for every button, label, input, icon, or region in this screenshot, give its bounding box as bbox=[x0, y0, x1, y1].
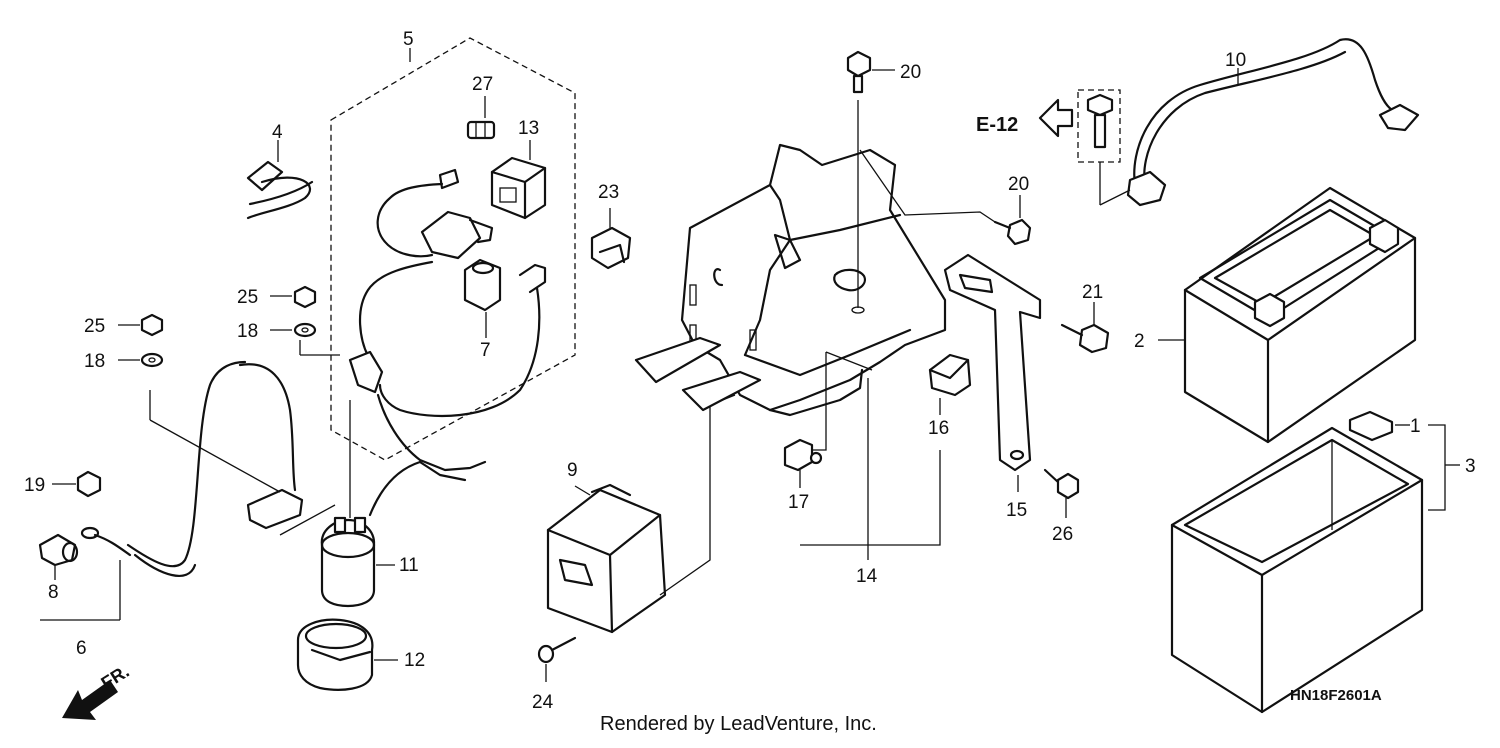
callout-16: 16 bbox=[928, 418, 949, 439]
part-9-cover bbox=[546, 394, 736, 634]
part-8-cap bbox=[38, 533, 121, 621]
part-18-washer-mid bbox=[270, 322, 317, 338]
callout-10: 10 bbox=[1225, 50, 1246, 71]
part-16-cushion bbox=[928, 353, 972, 415]
assembly-5-outline bbox=[330, 37, 576, 461]
callout-24: 24 bbox=[532, 692, 554, 713]
part-13-relay bbox=[490, 140, 547, 220]
arrow-front-icon bbox=[62, 680, 118, 720]
callout-6: 6 bbox=[76, 638, 87, 659]
callout-18a: 18 bbox=[84, 351, 105, 372]
callout-21: 21 bbox=[1082, 282, 1103, 303]
part-11-solenoid bbox=[279, 400, 422, 608]
part-27-connector bbox=[466, 96, 496, 140]
sub-harness bbox=[348, 168, 547, 482]
callout-19: 19 bbox=[24, 475, 45, 496]
reference-label: E-12 bbox=[976, 114, 1018, 136]
callout-14: 14 bbox=[856, 566, 878, 587]
part-2-battery bbox=[1158, 186, 1417, 444]
part-7-cap bbox=[463, 258, 502, 338]
callout-25b: 25 bbox=[237, 287, 258, 308]
callout-3: 3 bbox=[1465, 456, 1476, 477]
part-15-bracket bbox=[943, 253, 1042, 492]
callout-17: 17 bbox=[788, 492, 809, 513]
part-17-clip bbox=[783, 438, 823, 488]
part-26-bolt bbox=[1043, 468, 1080, 518]
part-23-clip bbox=[590, 208, 632, 270]
part-20-bolt-top bbox=[846, 50, 895, 94]
callout-20b: 20 bbox=[1008, 174, 1029, 195]
part-1-spacer bbox=[1348, 410, 1460, 511]
callout-18b: 18 bbox=[237, 321, 258, 342]
callout-26: 26 bbox=[1052, 524, 1073, 545]
callout-23: 23 bbox=[598, 182, 619, 203]
callout-12: 12 bbox=[404, 650, 425, 671]
callout-27: 27 bbox=[472, 74, 493, 95]
front-direction-indicator: FR. bbox=[62, 661, 133, 720]
e-12-reference-bolt bbox=[1077, 89, 1121, 205]
callout-25a: 25 bbox=[84, 316, 105, 337]
callout-20a: 20 bbox=[900, 62, 921, 83]
callout-15: 15 bbox=[1006, 500, 1027, 521]
callout-7: 7 bbox=[480, 340, 491, 361]
part-6-cable bbox=[80, 340, 340, 577]
part-19-bolt bbox=[52, 470, 102, 498]
part-10-cable bbox=[1099, 38, 1420, 207]
callout-5: 5 bbox=[403, 29, 414, 50]
callout-4: 4 bbox=[272, 122, 283, 143]
part-12-mount bbox=[296, 618, 398, 691]
callout-8: 8 bbox=[48, 582, 59, 603]
part-3-battery-case bbox=[1170, 426, 1424, 714]
part-21-bolt bbox=[1060, 302, 1110, 354]
callout-9: 9 bbox=[567, 460, 578, 481]
callout-11: 11 bbox=[399, 555, 419, 576]
part-25-nut-mid bbox=[270, 285, 317, 309]
callout-2: 2 bbox=[1134, 331, 1145, 352]
part-4-cable-band bbox=[246, 140, 314, 220]
part-20-bolt-mid bbox=[993, 195, 1032, 246]
arrow-left-icon bbox=[1038, 98, 1074, 138]
callout-1: 1 bbox=[1410, 416, 1421, 437]
part-14-battery-tray bbox=[634, 100, 996, 560]
part-24-screw bbox=[537, 636, 577, 682]
callout-13: 13 bbox=[518, 118, 539, 139]
part-25-nut-left bbox=[118, 313, 164, 337]
diagram-code: HN18F2601A bbox=[1290, 687, 1382, 704]
part-18-washer-left bbox=[118, 352, 164, 368]
render-credit: Rendered by LeadVenture, Inc. bbox=[600, 713, 877, 735]
